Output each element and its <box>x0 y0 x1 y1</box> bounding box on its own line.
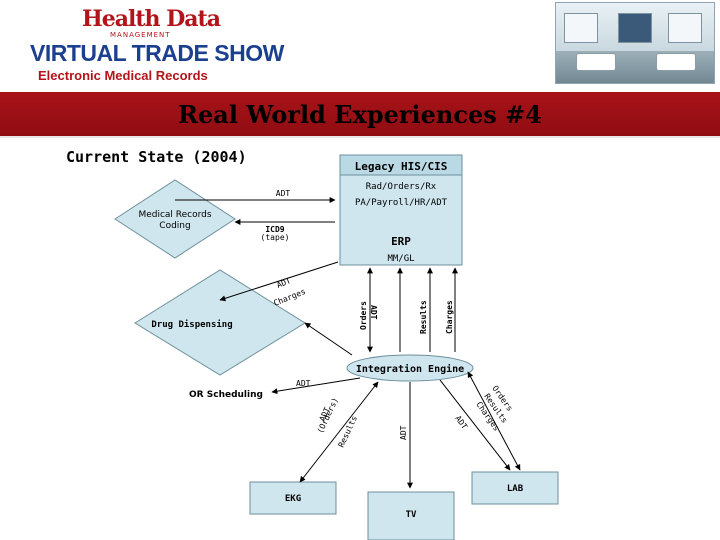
ekg-label: EKG <box>285 494 301 504</box>
title-band <box>0 92 720 138</box>
slide-title: Real World Experiences #4 <box>178 100 542 129</box>
logo-title: Health Data <box>82 6 221 32</box>
label-ie-charges: Charges <box>445 300 454 334</box>
edge-dd-ie <box>304 322 353 356</box>
drug-dispensing-label: Drug Dispensing <box>151 319 232 330</box>
label-dd-adt: ADT <box>275 276 292 290</box>
showroom-panel <box>668 13 702 43</box>
label-mr-tape: (tape) <box>261 233 290 242</box>
label-ie-orders: Orders <box>359 301 368 330</box>
label-mr-adt: ADT <box>276 189 291 198</box>
logo-show-name: VIRTUAL TRADE SHOW <box>30 40 284 66</box>
virtual-trade-show-logo: Health Data MANAGEMENT VIRTUAL TRADE SHO… <box>30 6 284 90</box>
label-dd-charges: Charges <box>272 287 307 308</box>
edge-ekg <box>299 381 379 483</box>
label-or-adt: ADT <box>296 379 311 388</box>
legacy-line1: Rad/Orders/Rx <box>366 182 437 192</box>
erp-title: ERP <box>391 235 411 248</box>
showroom-image <box>555 2 715 84</box>
label-ekg-results: Results <box>337 414 359 449</box>
edge-dd-erp <box>219 261 339 302</box>
label-ie-results: Results <box>419 300 428 334</box>
logo-subtitle: MANAGEMENT <box>110 31 171 39</box>
legacy-title: Legacy HIS/CIS <box>355 160 448 173</box>
medical-records-line2: Coding <box>159 221 190 231</box>
logo-topic: Electronic Medical Records <box>38 68 208 83</box>
showroom-panel <box>564 13 598 43</box>
erp-line1: MM/GL <box>387 254 414 264</box>
medical-records-line1: Medical Records <box>138 210 211 220</box>
edge-lab-orders <box>467 371 521 471</box>
ekg-node <box>249 481 337 515</box>
lab-label: LAB <box>507 484 524 494</box>
showroom-panel <box>618 13 652 43</box>
lab-node <box>471 471 559 505</box>
integration-engine-label: Integration Engine <box>356 363 464 375</box>
label-ie-adt: ADT <box>369 305 378 320</box>
label-mr-icd9: ICD9 <box>265 225 284 234</box>
showroom-desk <box>656 53 696 71</box>
showroom-desk <box>576 53 616 71</box>
tv-node <box>367 491 455 540</box>
label-lab-adt: ADT <box>453 414 469 431</box>
label-tv-adt: ADT <box>399 425 408 440</box>
or-scheduling-label: OR Scheduling <box>189 390 263 400</box>
integration-engine-node <box>346 354 474 382</box>
tv-label: TV <box>406 510 417 520</box>
edge-or-adt <box>271 377 361 395</box>
legacy-line2: PA/Payroll/HR/ADT <box>355 198 448 208</box>
section-heading: Current State (2004) <box>66 148 247 166</box>
legacy-header <box>339 154 463 176</box>
